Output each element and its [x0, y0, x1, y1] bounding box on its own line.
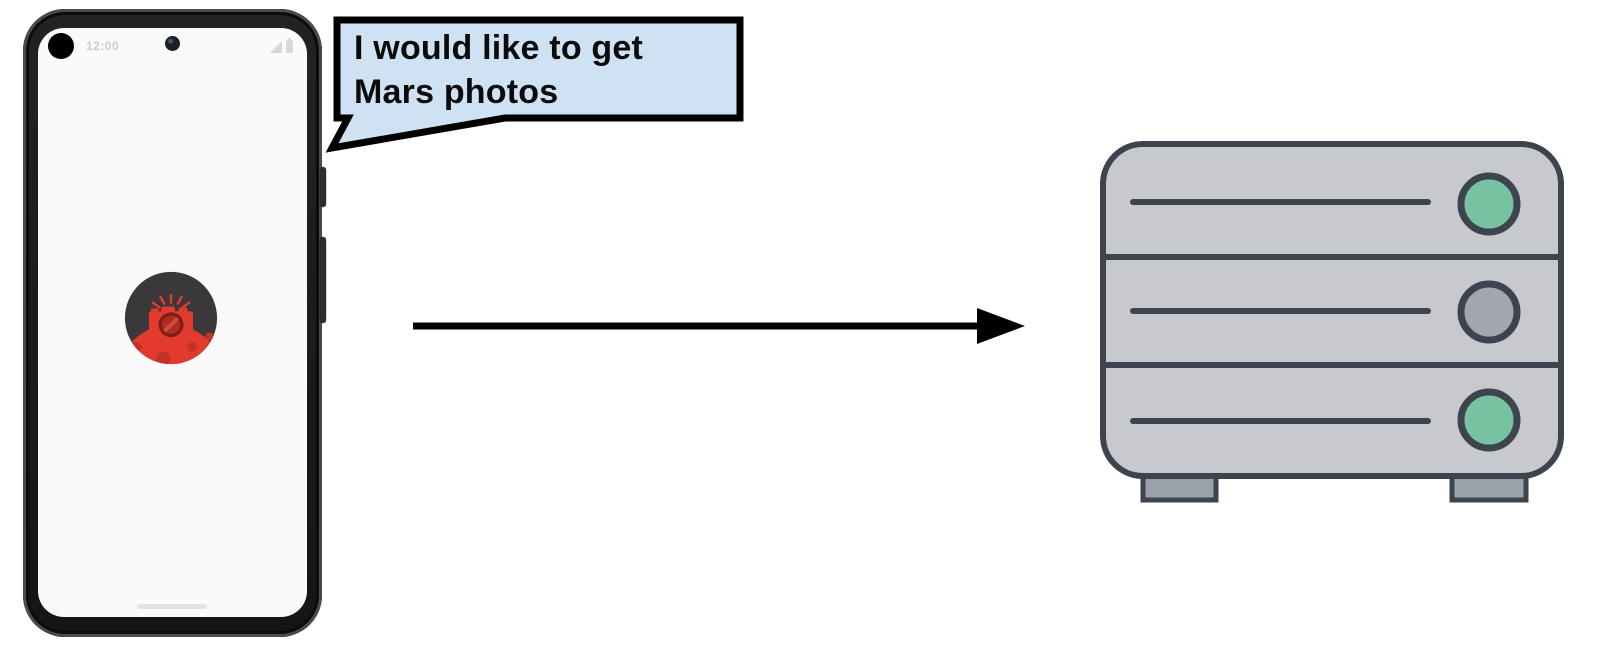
status-time: 12:00 [86, 39, 120, 53]
speech-bubble-line-1: I would like to get [354, 29, 644, 67]
mars-app-icon [124, 271, 218, 365]
flash-rays [151, 293, 191, 309]
arrow-head [977, 308, 1025, 344]
volume-button [320, 237, 326, 323]
power-button [320, 167, 326, 207]
signal-icon [270, 40, 282, 53]
server-status-light-middle [1457, 280, 1521, 344]
server-status-light-top [1457, 172, 1521, 236]
speech-bubble [325, 16, 744, 153]
speech-bubble-line-2: Mars photos [354, 73, 559, 111]
battery-icon [286, 38, 293, 53]
camera-icon [148, 293, 194, 339]
speech-bubble-shape [325, 16, 744, 153]
request-arrow-icon [413, 308, 1025, 344]
front-camera-icon [165, 36, 180, 51]
phone-screen: 12:00 [38, 28, 307, 617]
status-dot-icon [48, 33, 74, 59]
server-icon [1100, 141, 1564, 503]
home-indicator [137, 604, 207, 609]
phone-device: 12:00 [23, 9, 326, 637]
server-status-light-bottom [1457, 388, 1521, 452]
status-icons [270, 38, 293, 53]
speech-bubble-text: I would like to get Mars photos [354, 26, 734, 114]
